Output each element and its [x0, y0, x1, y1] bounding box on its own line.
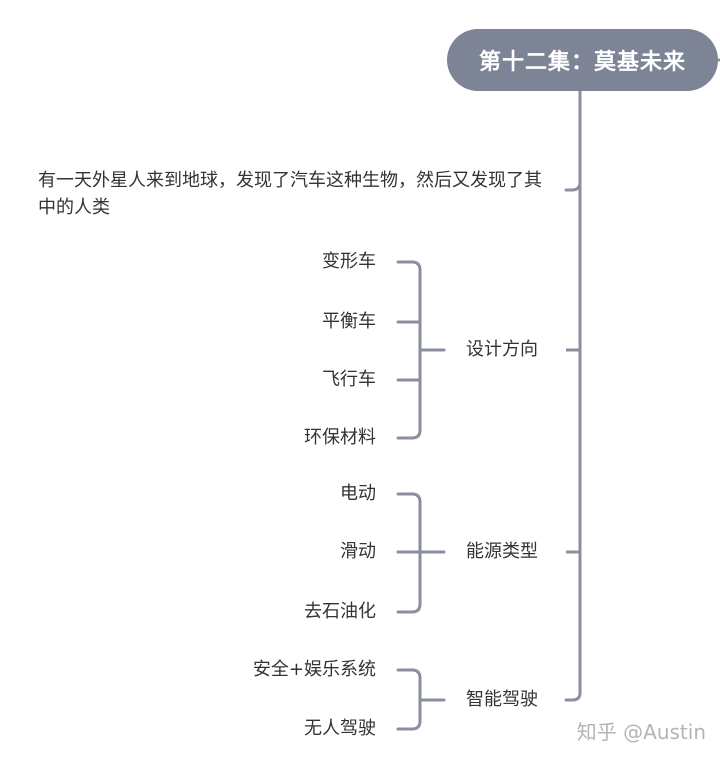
intro-connector [564, 180, 582, 192]
leaf-safety-entertainment[interactable]: 安全+娱乐系统 [252, 659, 376, 680]
bracket-smart [396, 668, 422, 731]
watermark: 知乎 @Austin [576, 720, 706, 744]
leaf-flying-car[interactable]: 飞行车 [322, 369, 376, 390]
intro-text: 有一天外星人来到地球，发现了汽车这种生物，然后又发现了其中的人类 [38, 170, 542, 218]
leaf-electric[interactable]: 电动 [340, 483, 376, 504]
leaf-driverless[interactable]: 无人驾驶 [304, 718, 376, 739]
branch-label-design[interactable]: 设计方向 [466, 339, 538, 360]
leaf-sliding[interactable]: 滑动 [340, 541, 376, 562]
bracket-design [396, 260, 422, 440]
leaf-transforming-car[interactable]: 变形车 [322, 251, 376, 272]
leaf-balance-car[interactable]: 平衡车 [322, 311, 376, 332]
branch-label-energy[interactable]: 能源类型 [466, 541, 538, 562]
leaf-de-oil[interactable]: 去石油化 [304, 601, 376, 622]
root-node[interactable]: 第十二集：莫基未来 [447, 29, 718, 91]
leaf-eco-material[interactable]: 环保材料 [304, 427, 376, 448]
trunk-line [564, 89, 582, 702]
branch-label-smart[interactable]: 智能驾驶 [466, 689, 538, 710]
